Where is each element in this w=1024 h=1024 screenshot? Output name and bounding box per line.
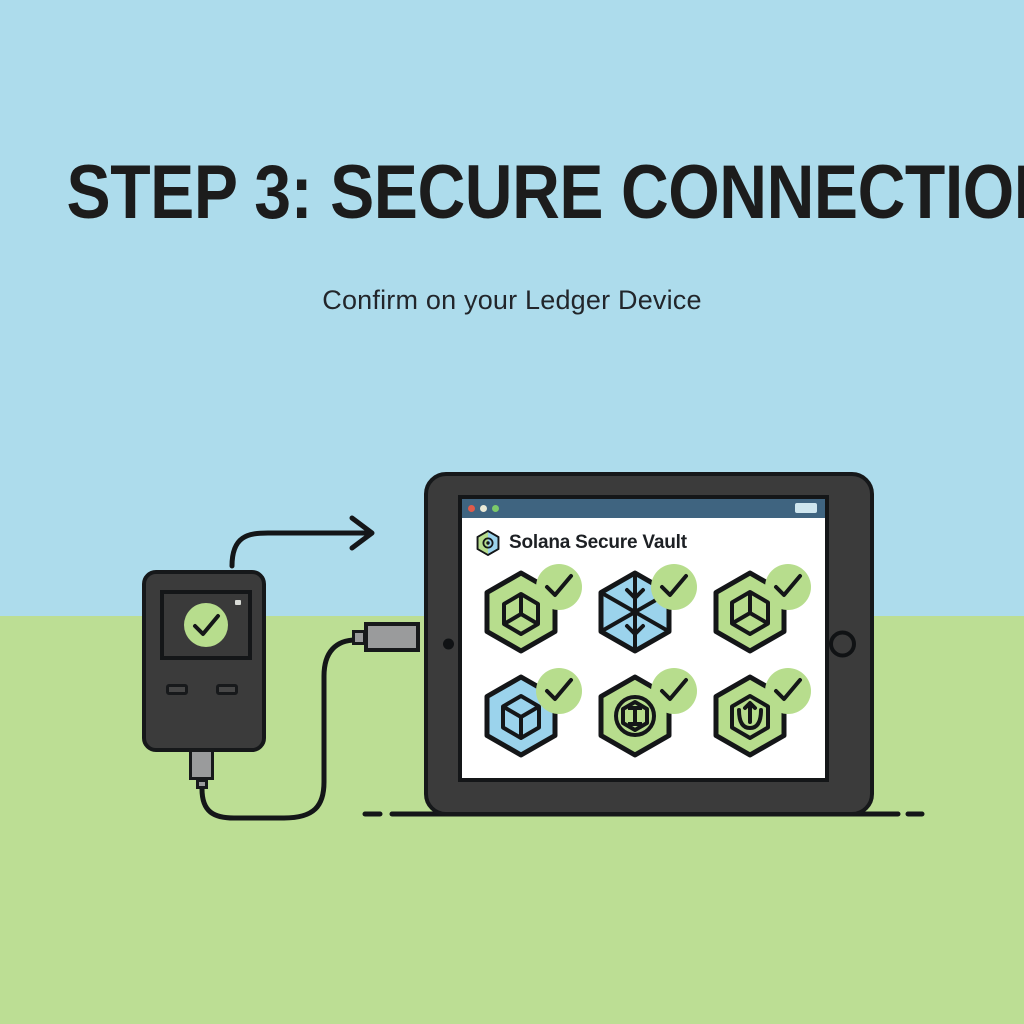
asset-hex-spokes-green[interactable] bbox=[472, 564, 586, 668]
asset-cube-blue[interactable] bbox=[586, 564, 700, 668]
check-badge-icon bbox=[650, 668, 697, 714]
tablet-device[interactable]: Solana Secure Vault bbox=[424, 472, 874, 816]
check-badge-icon bbox=[765, 668, 811, 714]
check-badge-icon bbox=[536, 668, 583, 714]
page-title: STEP 3: SECURE CONNECTION bbox=[66, 150, 1024, 235]
check-badge-icon bbox=[650, 564, 697, 610]
solana-hexagon-logo-icon bbox=[476, 529, 500, 557]
asset-hex-spokes-green-2[interactable] bbox=[701, 564, 815, 668]
front-camera-icon bbox=[443, 638, 454, 650]
minimize-dot-icon[interactable] bbox=[480, 505, 487, 512]
usb-plug-device-tip bbox=[196, 779, 208, 789]
asset-cube-blue-2[interactable] bbox=[472, 668, 586, 772]
ledger-device-screen bbox=[160, 590, 252, 660]
asset-token-coin-green[interactable] bbox=[586, 668, 700, 772]
check-circle-icon bbox=[184, 603, 228, 647]
close-dot-icon[interactable] bbox=[468, 505, 475, 512]
window-titlebar bbox=[462, 499, 825, 518]
app-title: Solana Secure Vault bbox=[509, 532, 687, 553]
home-button[interactable] bbox=[829, 630, 856, 658]
page-subtitle: Confirm on your Ledger Device bbox=[322, 285, 702, 315]
tablet-screen: Solana Secure Vault bbox=[458, 495, 829, 782]
asset-anchor-green[interactable] bbox=[701, 668, 815, 772]
power-led-icon bbox=[235, 600, 241, 605]
window-tab-indicator[interactable] bbox=[795, 503, 817, 513]
usb-plug-device-end bbox=[189, 749, 214, 780]
asset-grid bbox=[462, 560, 825, 778]
check-badge-icon bbox=[765, 564, 811, 610]
usb-plug-tablet-end bbox=[364, 622, 420, 652]
ledger-device[interactable] bbox=[142, 570, 266, 752]
maximize-dot-icon[interactable] bbox=[492, 505, 499, 512]
ledger-left-button[interactable] bbox=[166, 684, 188, 695]
usb-plug-tablet-tip bbox=[352, 630, 366, 645]
check-badge-icon bbox=[536, 564, 583, 610]
ledger-right-button[interactable] bbox=[216, 684, 238, 695]
app-header: Solana Secure Vault bbox=[462, 518, 825, 560]
